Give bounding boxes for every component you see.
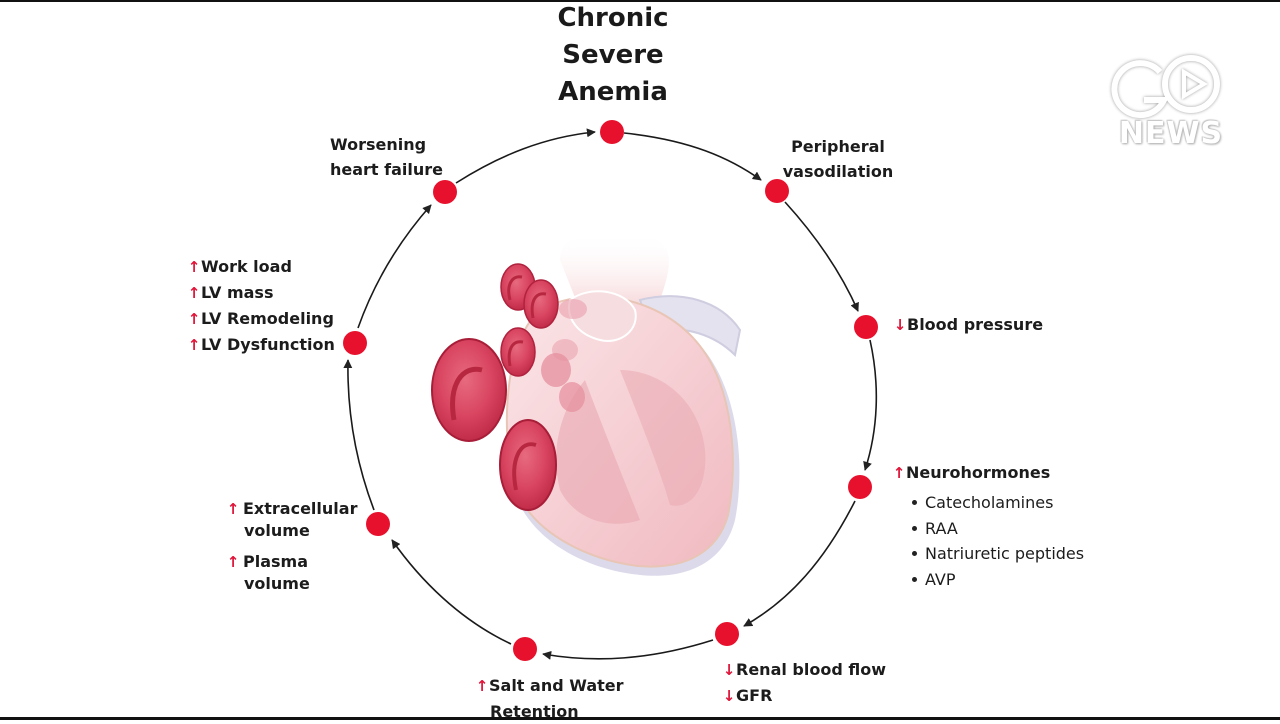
arc-renal-to-salt xyxy=(542,639,714,660)
label-text: Work load xyxy=(201,257,292,276)
logo-g-letter xyxy=(1111,60,1169,119)
atrium-cell-faded xyxy=(559,299,587,319)
node-volume[interactable] xyxy=(366,512,390,536)
bottom-border xyxy=(0,717,1280,720)
node-peripheral-vasodilation[interactable] xyxy=(765,179,789,203)
heart-atrium xyxy=(568,290,637,342)
label-line: Worsening xyxy=(330,135,427,154)
atrium-cell-faded xyxy=(541,353,571,387)
label-plasma-volume: ↑Plasma volume xyxy=(226,549,310,596)
neurohormone-list: Catecholamines RAA Natriuretic peptides … xyxy=(912,490,1084,592)
arc-neuro-to-renal xyxy=(743,500,856,627)
arc-anemia-to-vasodilation xyxy=(623,132,762,181)
heart-illustration xyxy=(505,232,742,576)
label-lv: ↑Work load ↑LV mass ↑LV Remodeling ↑LV D… xyxy=(187,254,335,358)
list-item: AVP xyxy=(912,567,1084,593)
diagram-title: Chronic Severe Anemia xyxy=(540,0,686,111)
label-text: GFR xyxy=(736,686,773,705)
top-border xyxy=(0,0,1280,2)
label-text: LV mass xyxy=(201,283,274,302)
arc-worsening-to-anemia xyxy=(455,128,596,184)
arrow-up-icon: ↑ xyxy=(226,500,240,518)
arrow-up-icon: ↑ xyxy=(187,310,201,328)
play-icon xyxy=(1182,68,1208,100)
arrow-down-icon: ↓ xyxy=(722,687,736,705)
label-line: vasodilation xyxy=(782,162,894,181)
arrow-down-icon: ↓ xyxy=(893,316,907,334)
logo-news-text: NEWS xyxy=(1118,116,1224,151)
bullet-icon xyxy=(912,500,917,505)
label-text: Blood pressure xyxy=(907,315,1044,334)
arrow-down-icon: ↓ xyxy=(722,661,736,679)
list-item: RAA xyxy=(912,516,1084,542)
node-lv[interactable] xyxy=(343,331,367,355)
node-anemia[interactable] xyxy=(600,120,624,144)
cycle-nodes xyxy=(343,120,878,661)
label-text: Salt and Water xyxy=(489,676,624,695)
arc-volume-to-lv xyxy=(343,359,375,511)
label-salt-water: ↑Salt and Water Retention xyxy=(475,673,624,724)
bullet-icon xyxy=(912,525,917,531)
arc-salt-to-volume xyxy=(391,539,512,645)
label-blood-pressure: ↓Blood pressure xyxy=(893,312,1043,338)
node-worsening-hf[interactable] xyxy=(433,180,457,204)
heart-chamber-right xyxy=(556,380,640,524)
bullet-icon xyxy=(912,576,917,582)
node-renal[interactable] xyxy=(715,622,739,646)
label-line: Peripheral xyxy=(791,137,885,156)
label-text: LV Remodeling xyxy=(201,309,334,328)
label-peripheral-vasodilation: Peripheral vasodilation xyxy=(778,134,898,184)
title-line: Chronic xyxy=(557,3,669,33)
arrow-up-icon: ↑ xyxy=(187,258,201,276)
list-item: Natriuretic peptides xyxy=(912,541,1084,567)
label-text: LV Dysfunction xyxy=(201,335,335,354)
arrow-up-icon: ↑ xyxy=(187,284,201,302)
label-line: heart failure xyxy=(330,160,444,179)
list-item-text: Natriuretic peptides xyxy=(925,544,1085,563)
node-blood-pressure[interactable] xyxy=(854,315,878,339)
label-text: Plasma xyxy=(243,552,308,571)
label-text: volume xyxy=(244,521,310,540)
arrow-up-icon: ↑ xyxy=(475,677,489,695)
list-item-text: AVP xyxy=(925,569,956,589)
logo-o-circle xyxy=(1162,55,1220,113)
rbc xyxy=(500,327,536,377)
label-text: Extracellular xyxy=(243,499,358,518)
arc-bp-to-neuro xyxy=(863,339,878,471)
list-item-text: RAA xyxy=(925,518,958,538)
rbc xyxy=(523,279,559,329)
node-salt-water[interactable] xyxy=(513,637,537,661)
label-worsening-heart-failure: Worsening heart failure xyxy=(330,132,443,182)
label-text: volume xyxy=(244,574,310,593)
arc-lv-to-worsening xyxy=(357,204,432,329)
atrium-cell-faded xyxy=(559,382,585,412)
title-line: Anemia xyxy=(558,77,668,107)
title-line: Severe xyxy=(562,40,664,70)
red-blood-cells xyxy=(431,263,559,511)
list-item-text: Catecholamines xyxy=(925,493,1054,512)
arrow-up-icon: ↑ xyxy=(892,464,906,482)
label-text: Retention xyxy=(490,702,579,721)
arrow-up-icon: ↑ xyxy=(226,553,240,571)
heart-chamber-left xyxy=(620,370,706,506)
label-text: Renal blood flow xyxy=(736,660,886,679)
rbc xyxy=(431,338,507,442)
cycle-arrows xyxy=(343,128,878,660)
gonews-logo xyxy=(1111,55,1220,119)
arc-vasodilation-to-bp xyxy=(784,201,859,312)
arrow-up-icon: ↑ xyxy=(187,336,201,354)
label-extracellular-volume: ↑Extracellular volume xyxy=(226,496,358,543)
aorta xyxy=(560,232,669,310)
label-neurohormones: ↑Neurohormones Catecholamines RAA Natriu… xyxy=(892,460,1084,592)
label-renal: ↓Renal blood flow ↓GFR xyxy=(722,657,886,709)
bullet-icon xyxy=(912,551,917,556)
label-text: Neurohormones xyxy=(906,463,1051,482)
node-neurohormones[interactable] xyxy=(848,475,872,499)
list-item: Catecholamines xyxy=(912,490,1084,516)
rbc xyxy=(499,419,557,511)
